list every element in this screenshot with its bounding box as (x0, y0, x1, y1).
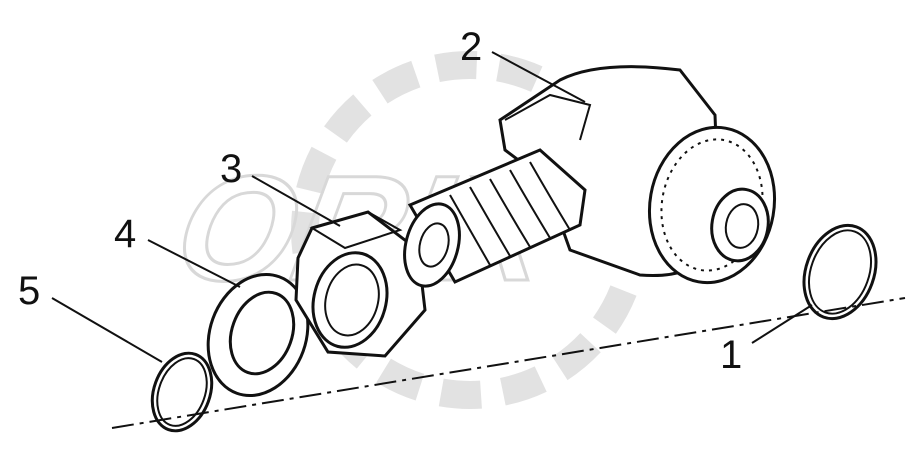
leader-line-2 (491, 51, 586, 103)
leader-line-4 (147, 239, 241, 288)
part-2-elbow-fitting (498, 65, 777, 285)
center-axis-line (111, 297, 906, 429)
part-5-o-ring (150, 351, 214, 433)
threaded-nipple (403, 148, 587, 288)
part-1-o-ring (802, 223, 878, 321)
callout-3: 3 (220, 147, 242, 191)
leader-line-5 (51, 297, 163, 363)
part-3-hex-nut (294, 210, 427, 358)
callout-2: 2 (460, 25, 482, 69)
callout-5: 5 (18, 269, 40, 313)
leader-line-1 (751, 304, 813, 344)
part-4-washer (206, 272, 310, 398)
leader-line-3 (251, 175, 341, 227)
callout-1: 1 (720, 333, 742, 377)
callout-4: 4 (114, 212, 136, 256)
